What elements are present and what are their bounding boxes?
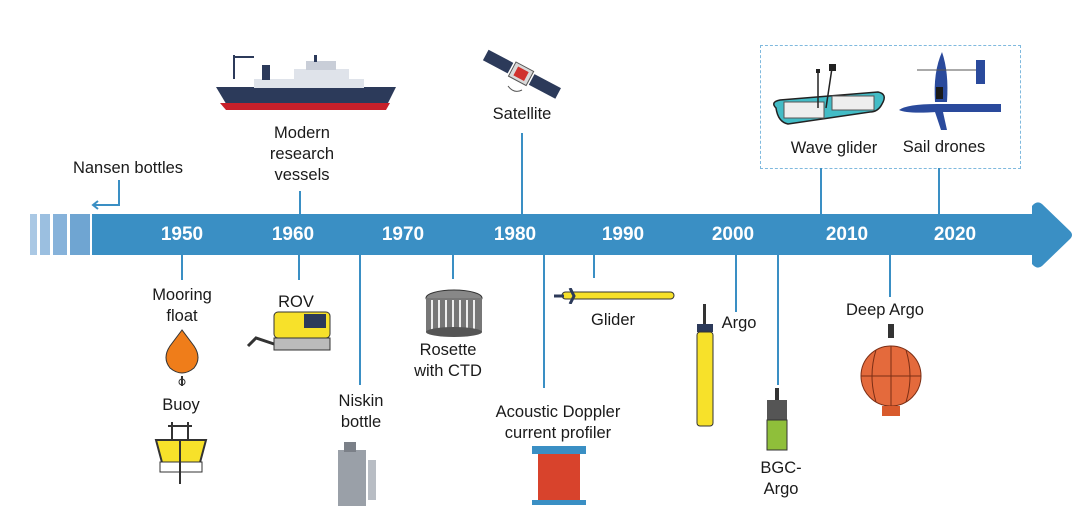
glider-icon <box>554 288 675 304</box>
mooring-label-line: Mooring <box>152 286 212 304</box>
sail-drones-label: Sail drones <box>902 138 986 156</box>
leader-line <box>521 133 523 214</box>
nansen-bottles-label: Nansen bottles <box>72 159 184 177</box>
sail-drone-icon <box>899 52 1001 130</box>
nansen-bracket-arrow <box>91 180 120 210</box>
leader-line <box>777 255 779 385</box>
mooring-float-label: Mooring float <box>152 285 212 327</box>
timeline-arrow <box>92 202 1072 268</box>
timeline-stripe <box>70 214 90 255</box>
vessels-label-line: Modern <box>274 124 330 142</box>
timeline-stripe <box>53 214 67 255</box>
bgc-label-line: Argo <box>763 480 799 498</box>
leader-line <box>543 255 545 388</box>
leader-line <box>938 168 940 214</box>
niskin-bottle-label: Niskin bottle <box>339 391 384 433</box>
satellite-icon <box>482 49 561 99</box>
timeline-stripe <box>30 214 37 255</box>
year-label: 1970 <box>381 224 425 245</box>
rosette-label: Rosette with CTD <box>414 340 482 382</box>
mooring-label-line: float <box>166 307 198 325</box>
leader-line <box>735 255 737 312</box>
vessels-label: Modern research vessels <box>270 123 334 186</box>
leader-line <box>820 168 822 214</box>
adcp-label-line: current profiler <box>504 424 612 442</box>
leader-line <box>359 255 361 385</box>
bgc-label-line: BGC- <box>760 459 802 477</box>
niskin-label-line: bottle <box>340 413 382 431</box>
rosette-ctd-icon <box>425 289 483 337</box>
niskin-label-line: Niskin <box>338 392 384 410</box>
rosette-label-line: Rosette <box>419 341 477 359</box>
niskin-bottle-icon <box>338 442 376 506</box>
vessels-label-line: research <box>269 145 335 163</box>
bgc-argo-label: BGC- Argo <box>760 458 801 500</box>
buoy-icon <box>154 422 208 484</box>
vessels-label-line: vessels <box>274 166 330 184</box>
wave-glider-label: Wave glider <box>790 139 878 157</box>
leader-line <box>181 255 183 280</box>
glider-label: Glider <box>590 311 636 329</box>
rov-label: ROV <box>278 293 314 311</box>
bgc-argo-icon <box>766 388 788 451</box>
adcp-label-line: Acoustic Doppler <box>495 403 621 421</box>
argo-float-icon <box>696 304 714 427</box>
adcp-icon <box>532 446 586 505</box>
research-vessel-icon <box>216 55 396 110</box>
timeline-stripe <box>40 214 50 255</box>
rov-icon <box>246 311 331 351</box>
year-label: 1960 <box>271 224 315 245</box>
surface-vehicles-box <box>760 45 1021 169</box>
year-label: 1980 <box>493 224 537 245</box>
deep-argo-icon <box>860 324 922 416</box>
year-label: 2010 <box>825 224 869 245</box>
argo-label: Argo <box>721 314 757 332</box>
buoy-label: Buoy <box>162 396 200 414</box>
year-label: 2000 <box>711 224 755 245</box>
mooring-float-icon <box>165 329 199 386</box>
rosette-label-line: with CTD <box>414 362 482 380</box>
leader-line <box>299 191 301 214</box>
deep-argo-label: Deep Argo <box>846 301 924 319</box>
leader-line <box>452 255 454 279</box>
leader-line <box>298 255 300 280</box>
leader-line <box>889 255 891 297</box>
wave-glider-icon <box>773 64 885 125</box>
year-label: 1950 <box>160 224 204 245</box>
adcp-label: Acoustic Doppler current profiler <box>496 402 621 444</box>
year-label: 2020 <box>933 224 977 245</box>
year-label: 1990 <box>601 224 645 245</box>
satellite-label: Satellite <box>492 105 552 123</box>
leader-line <box>593 255 595 278</box>
